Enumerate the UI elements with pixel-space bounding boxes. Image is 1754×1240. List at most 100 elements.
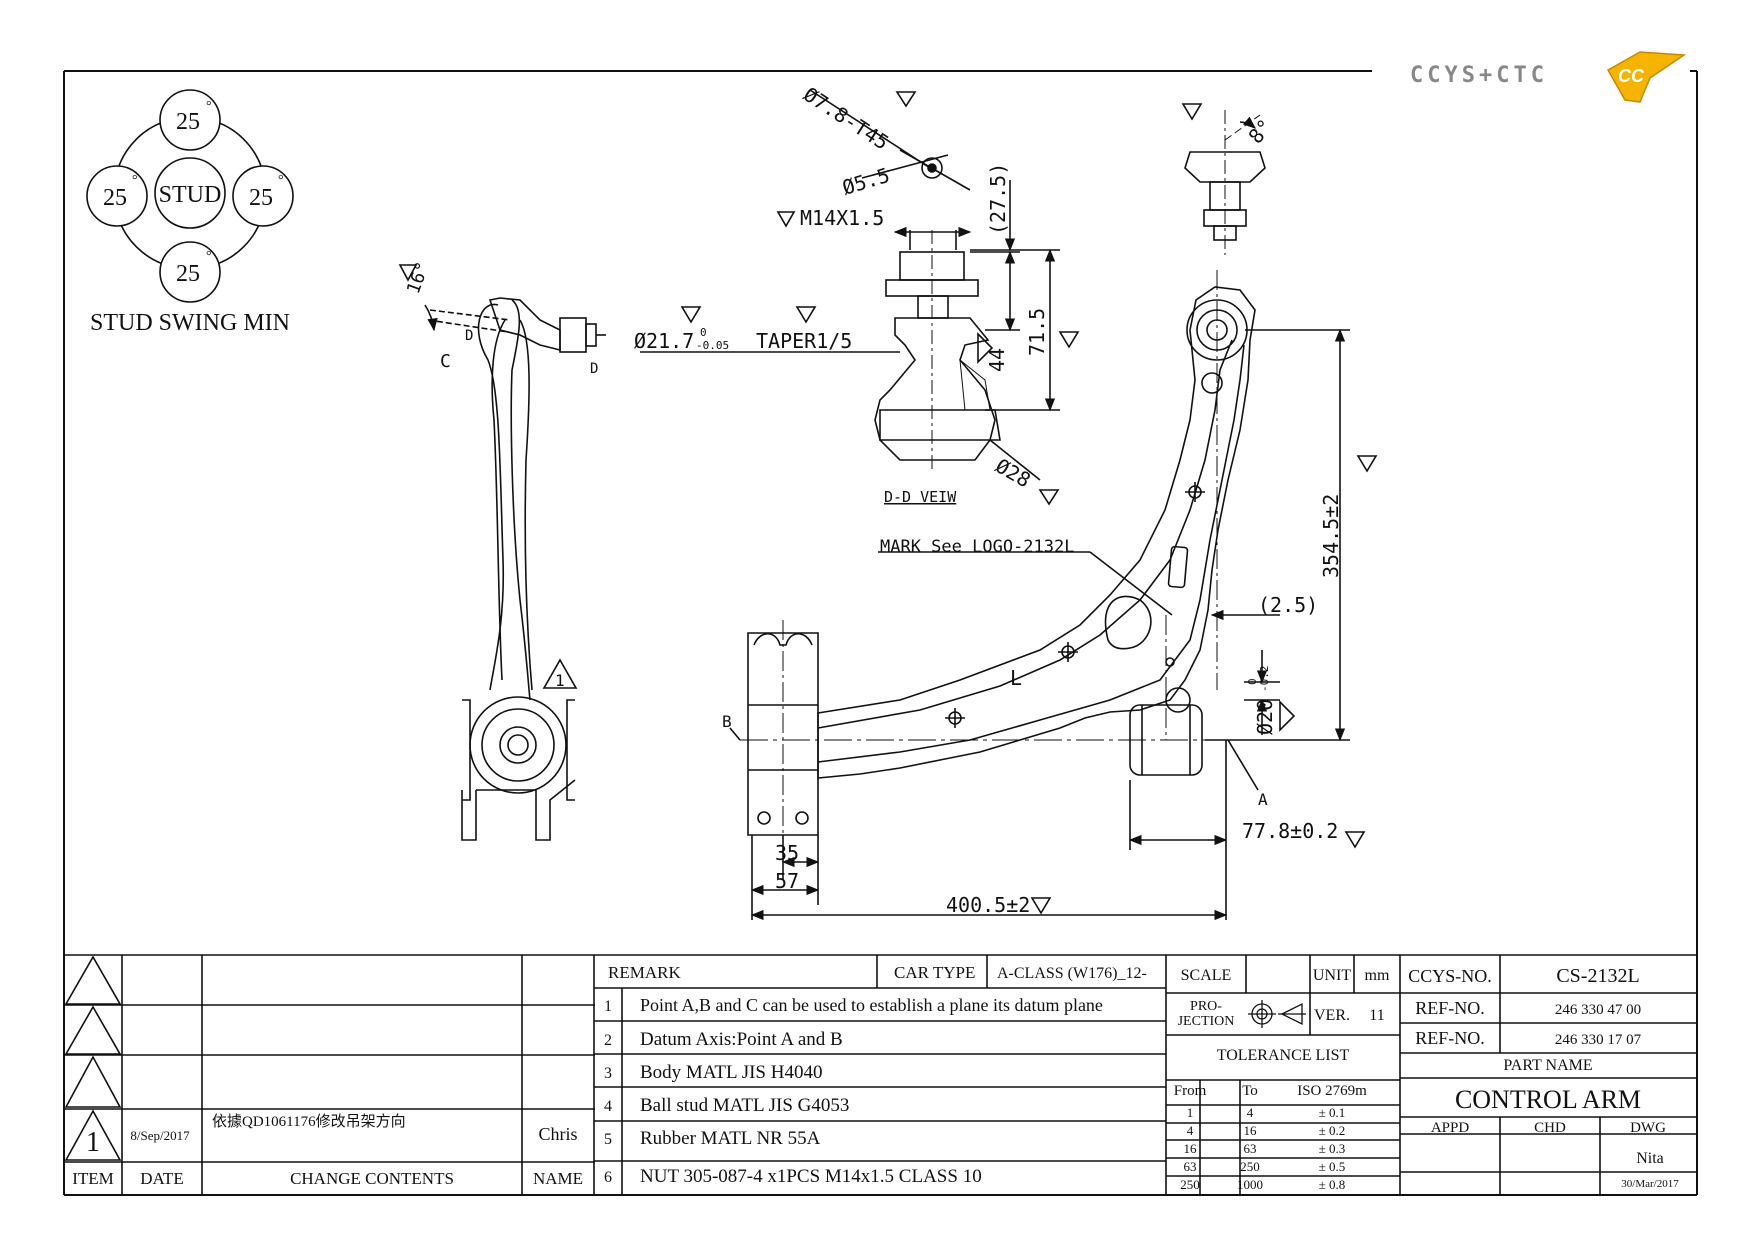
target-marks (945, 482, 1205, 728)
svg-text:Ø7.8-T45: Ø7.8-T45 (799, 82, 893, 155)
svg-text:Ø21.7: Ø21.7 (634, 329, 694, 353)
main-view (729, 270, 1378, 921)
svg-text:mm: mm (1365, 967, 1390, 984)
svg-text:依據QD1061176修改吊架方向: 依據QD1061176修改吊架方向 (212, 1113, 406, 1130)
svg-text:°: ° (132, 173, 138, 188)
stud-circle (154, 157, 226, 229)
svg-text:1: 1 (555, 671, 565, 690)
svg-text:354.5±2: 354.5±2 (1319, 494, 1343, 578)
svg-text:Ø5.5: Ø5.5 (839, 163, 892, 200)
datum-triangle-icon (977, 332, 994, 364)
svg-text:D: D (465, 328, 473, 344)
svg-text:2: 2 (604, 1032, 612, 1049)
svg-text:30/Mar/2017: 30/Mar/2017 (1621, 1178, 1679, 1190)
main-view-labels: MARK See LOGO-2132L 354.5±2 (2.5) Ø20 0 … (722, 494, 1343, 917)
svg-text:CS-2132L: CS-2132L (1556, 965, 1639, 987)
stud-swing-labels: STUD 25 25 25 25 ° ° ° ° STUD SWING MIN (90, 99, 290, 336)
svg-text:0: 0 (1246, 678, 1259, 685)
view-label: D-D VEIW (884, 488, 957, 506)
svg-text:8/Sep/2017: 8/Sep/2017 (130, 1128, 190, 1143)
svg-text:MARK See LOGO-2132L: MARK See LOGO-2132L (880, 537, 1074, 557)
svg-text:Datum Axis:Point A and B: Datum Axis:Point A and B (640, 1029, 843, 1050)
svg-text:0: 0 (700, 326, 707, 339)
svg-text:NAME: NAME (533, 1169, 583, 1188)
svg-text:From: From (1174, 1083, 1207, 1099)
svg-text:C: C (440, 351, 451, 372)
svg-text:44: 44 (985, 348, 1009, 372)
svg-text:DATE: DATE (140, 1169, 183, 1188)
datum-triangle-icon (1344, 831, 1366, 849)
swing-right-circle (232, 165, 294, 227)
svg-text:4: 4 (604, 1098, 612, 1115)
svg-text:REF-NO.: REF-NO. (1415, 998, 1485, 1018)
title-block: CCYS-NO. CS-2132L REF-NO. 246 330 47 00 … (1408, 965, 1679, 1190)
svg-text:(27.5): (27.5) (986, 163, 1010, 235)
svg-text:35: 35 (775, 841, 799, 865)
svg-text:16: 16 (1244, 1123, 1258, 1138)
svg-text:Ball stud MATL JIS G4053: Ball stud MATL JIS G4053 (640, 1095, 849, 1116)
svg-text:250: 250 (1240, 1159, 1260, 1174)
datum-triangle-icon (1058, 331, 1080, 349)
company-logo: CCYS+CTC CC (1410, 51, 1687, 103)
svg-text:5: 5 (604, 1131, 612, 1148)
datum-triangle-icon (1038, 489, 1060, 506)
svg-text:SCALE: SCALE (1181, 967, 1232, 984)
svg-text:°: ° (278, 173, 284, 188)
datum-triangle-icon (680, 306, 702, 324)
revision-table: 1 8/Sep/2017 依據QD1061176修改吊架方向 Chris ITE… (72, 1113, 583, 1188)
svg-text:77.8±0.2: 77.8±0.2 (1242, 819, 1338, 843)
svg-text:CHD: CHD (1534, 1120, 1566, 1136)
svg-text:1: 1 (1187, 1105, 1194, 1120)
svg-text:Ø20: Ø20 (1253, 699, 1277, 735)
svg-text:4: 4 (1187, 1123, 1194, 1138)
datum-triangle-icon (895, 91, 917, 108)
angle-8-label: 8° (1243, 114, 1277, 148)
tolerance-list: TOLERANCE LIST From To ISO 2769m 1 4 ± 0… (1174, 1047, 1367, 1192)
svg-text:-0.2: -0.2 (1258, 666, 1271, 693)
svg-text:-0.05: -0.05 (696, 339, 729, 352)
logo-mark-text: CC (1618, 66, 1645, 86)
svg-text:D: D (590, 361, 598, 377)
projection-symbol-icon (1248, 1000, 1306, 1028)
datum-triangle-icon (776, 211, 796, 228)
svg-text:25: 25 (249, 185, 273, 211)
svg-text:CCYS-NO.: CCYS-NO. (1408, 966, 1492, 986)
svg-text:A: A (1258, 790, 1268, 809)
svg-text:400.5±2: 400.5±2 (946, 893, 1030, 917)
svg-text:(2.5): (2.5) (1258, 593, 1318, 617)
svg-text:REMARK: REMARK (608, 963, 681, 982)
svg-text:To: To (1242, 1083, 1258, 1099)
svg-text:71.5: 71.5 (1025, 308, 1049, 356)
svg-text:VER.: VER. (1314, 1007, 1350, 1024)
svg-text:M14X1.5: M14X1.5 (800, 206, 884, 230)
svg-text:DWG: DWG (1630, 1120, 1666, 1136)
svg-text:PRO-: PRO- (1190, 999, 1222, 1014)
svg-text:246 330 47 00: 246 330 47 00 (1555, 1002, 1641, 1018)
swing-top-circle (159, 89, 221, 151)
svg-text:UNIT: UNIT (1313, 967, 1351, 984)
svg-text:L: L (1010, 666, 1022, 690)
svg-text:25: 25 (103, 185, 127, 211)
swing-left-circle (86, 165, 148, 227)
logo-mark-icon (1606, 51, 1687, 103)
svg-text:4: 4 (1247, 1105, 1254, 1120)
svg-text:6: 6 (604, 1169, 612, 1186)
svg-text:Chris: Chris (538, 1124, 577, 1144)
svg-text:°: ° (206, 99, 212, 114)
svg-text:STUD: STUD (159, 182, 222, 208)
svg-text:PART NAME: PART NAME (1503, 1057, 1592, 1074)
svg-text:± 0.3: ± 0.3 (1319, 1141, 1346, 1156)
svg-text:ISO 2769m: ISO 2769m (1297, 1083, 1367, 1099)
sheet-frame (63, 70, 1698, 1196)
svg-text:APPD: APPD (1431, 1120, 1470, 1136)
svg-text:REF-NO.: REF-NO. (1415, 1028, 1485, 1048)
stud-swing-caption: STUD SWING MIN (90, 310, 290, 336)
datum-triangle-icon (1279, 700, 1296, 732)
svg-text:JECTION: JECTION (1178, 1014, 1235, 1029)
svg-text:1: 1 (604, 998, 612, 1015)
svg-text:246 330 17 07: 246 330 17 07 (1555, 1032, 1642, 1048)
part-name: CONTROL ARM (1455, 1085, 1641, 1114)
datum-triangle-icon (795, 306, 817, 324)
svg-text:63: 63 (1184, 1159, 1197, 1174)
